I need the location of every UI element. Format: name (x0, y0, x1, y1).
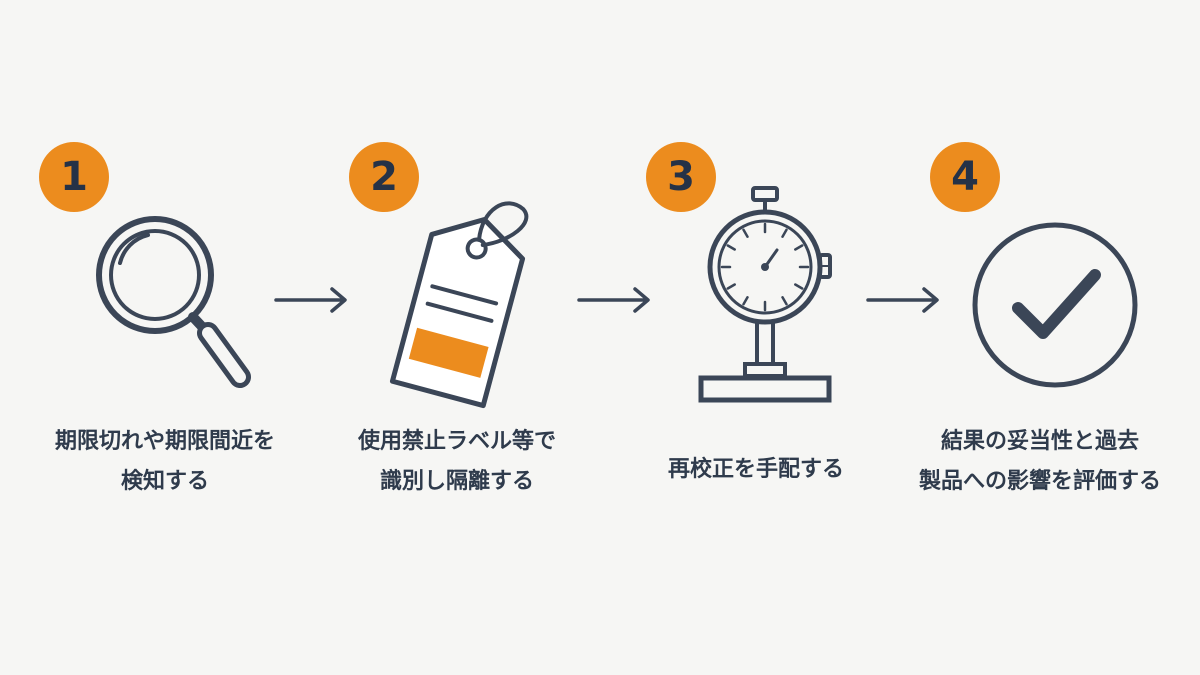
step-3-caption-line1: 再校正を手配する (667, 457, 844, 482)
step-1-caption-line2: 検知する (120, 469, 209, 494)
magnifier-icon (96, 216, 251, 388)
arrow-right-icon (577, 287, 650, 313)
arrow-right-icon (866, 287, 939, 313)
step-4-number: 4 (951, 154, 979, 200)
step-2-number: 2 (370, 154, 398, 200)
step-1-badge: 1 (39, 142, 109, 212)
tag-label-icon (389, 201, 529, 409)
step-2-caption-line2: 識別し隔離する (379, 469, 534, 494)
step-1-caption: 期限切れや期限間近を 検知する (15, 422, 315, 502)
step-1-number: 1 (60, 154, 88, 200)
step-4-caption: 結果の妥当性と過去 製品への影響を評価する (890, 422, 1190, 502)
step-2-badge: 2 (349, 142, 419, 212)
step-3-caption: 再校正を手配する (606, 450, 906, 490)
arrow-right-icon (274, 287, 347, 313)
step-3-badge: 3 (646, 142, 716, 212)
step-2-caption: 使用禁止ラベル等で 識別し隔離する (307, 422, 607, 502)
dial-gauge-icon (698, 186, 832, 403)
step-1-caption-line1: 期限切れや期限間近を (54, 429, 275, 454)
step-4-badge: 4 (930, 142, 1000, 212)
checkmark-circle-icon (972, 222, 1138, 388)
step-3-number: 3 (667, 154, 695, 200)
step-4-caption-line1: 結果の妥当性と過去 (940, 429, 1139, 454)
step-2-caption-line1: 使用禁止ラベル等で (357, 429, 556, 454)
step-4-caption-line2: 製品への影響を評価する (918, 469, 1161, 494)
